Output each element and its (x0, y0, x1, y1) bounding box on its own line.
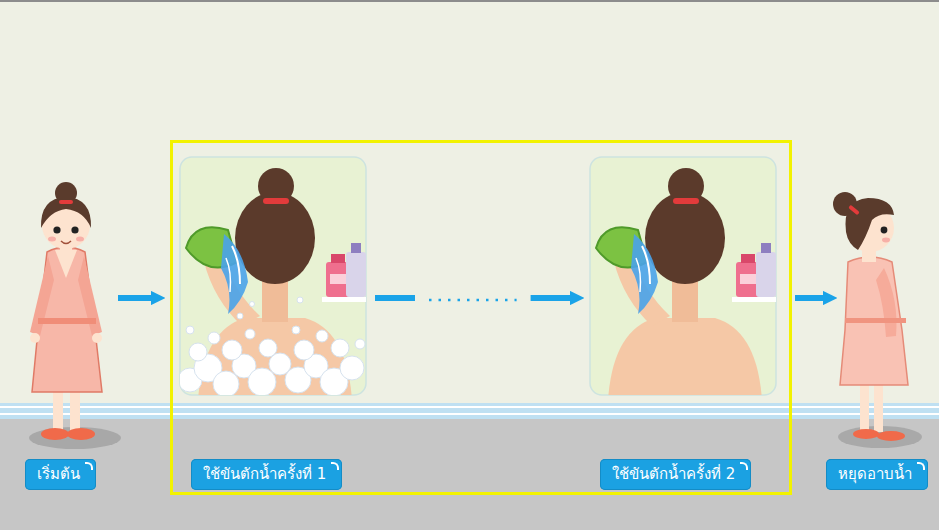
flow-arrow (375, 298, 571, 300)
top-edge (0, 0, 939, 2)
label-tab: ใช้ขันตักน้ำครั้งที่ 1 (191, 459, 342, 490)
flow-arrow (795, 298, 824, 299)
girl-standing (29, 182, 121, 449)
label-tab: เริ่มต้น (25, 459, 96, 490)
start-step: เริ่มต้น (25, 180, 122, 492)
flow-arrow (118, 298, 152, 299)
bathing-step: ใช้ขันตักน้ำครั้งที่ 2 (590, 157, 776, 492)
bathing-scene (590, 157, 782, 400)
step-label: เริ่มต้น (37, 465, 80, 483)
trim-line (0, 413, 939, 415)
bathing-scene (180, 157, 372, 400)
label-tab: ใช้ขันตักน้ำครั้งที่ 2 (600, 459, 751, 490)
girl-done (833, 192, 922, 448)
end-step: หยุดอาบน้ำ (826, 185, 924, 492)
step-label: ใช้ขันตักน้ำครั้งที่ 2 (612, 465, 735, 483)
loop-group: ใช้ขันตักน้ำครั้งที่ 1 ใช้ขันตักน้ำครั้งท… (170, 140, 792, 495)
arrow-shaft (375, 295, 571, 301)
soap-bubbles (180, 297, 365, 395)
bathing-step: ใช้ขันตักน้ำครั้งที่ 1 (180, 157, 366, 492)
arrow-shaft (118, 295, 152, 301)
arrow-shaft (795, 295, 824, 301)
step-label: หยุดอาบน้ำ (838, 465, 912, 483)
label-tab: หยุดอาบน้ำ (826, 459, 928, 490)
step-label: ใช้ขันตักน้ำครั้งที่ 1 (203, 465, 326, 483)
ellipsis-dots (429, 299, 517, 302)
floor (0, 419, 939, 530)
trim-line (0, 406, 939, 408)
wall-trim (0, 403, 939, 419)
